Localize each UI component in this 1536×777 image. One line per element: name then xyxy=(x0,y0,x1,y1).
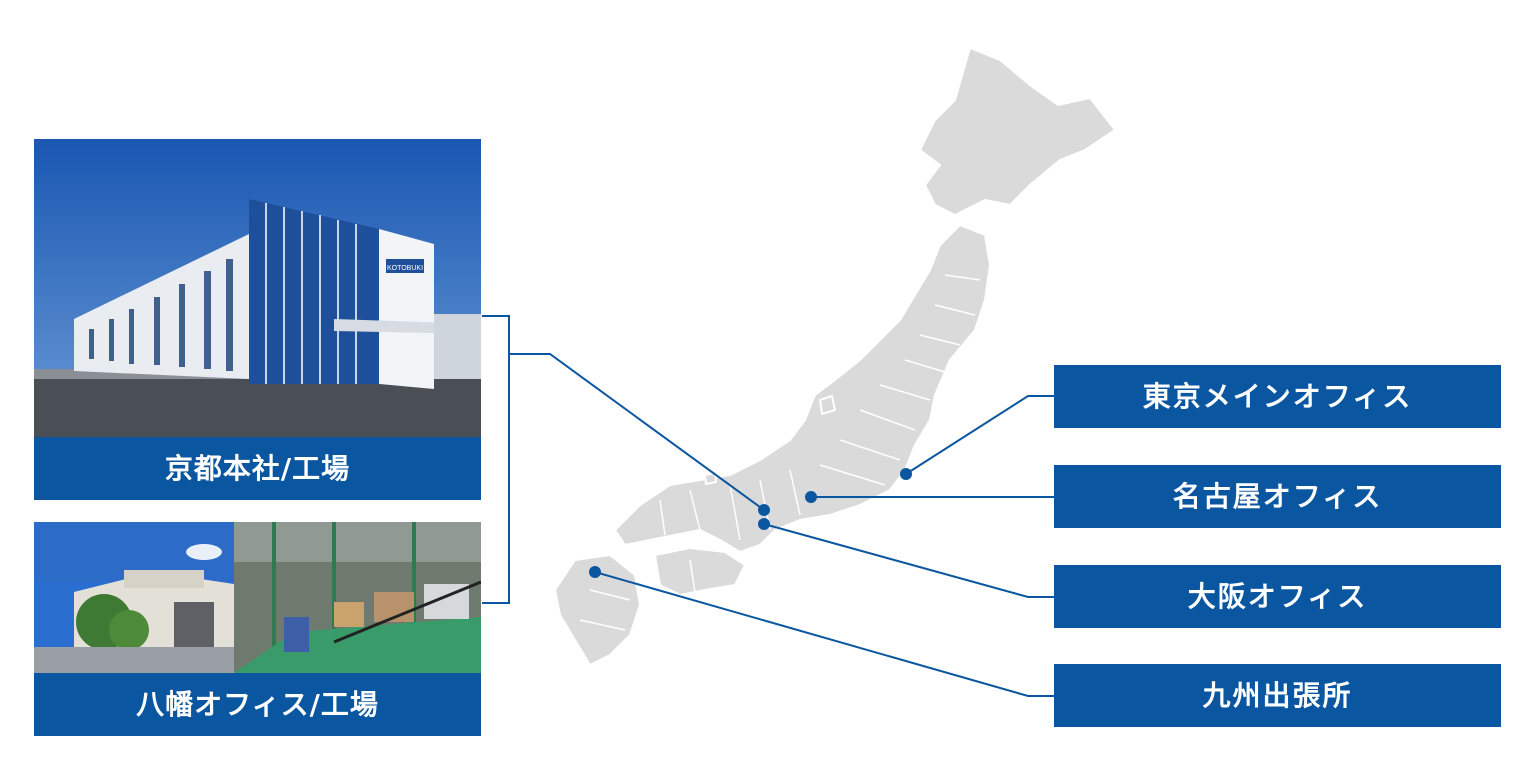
kyushu-region xyxy=(554,554,641,666)
yawata-photo xyxy=(34,522,481,673)
office-label-tokyo: 東京メインオフィス xyxy=(1054,365,1501,428)
kyoto-hq-photo: KOTOBUKI xyxy=(34,139,481,437)
kyoto-hq-caption: 京都本社/工場 xyxy=(34,437,481,500)
office-label-nagoya: 名古屋オフィス xyxy=(1054,465,1501,528)
building-sign-text: KOTOBUKI xyxy=(387,265,423,272)
shikoku-region xyxy=(654,547,746,596)
yawata-facility-image xyxy=(34,522,481,673)
office-connector-lines xyxy=(594,395,1054,697)
nagoya-marker xyxy=(805,491,817,503)
kyoto-marker xyxy=(758,504,770,516)
tokyo-marker xyxy=(900,468,912,480)
office-label-osaka: 大阪オフィス xyxy=(1054,565,1501,628)
prefecture-borders xyxy=(579,274,981,631)
osaka-marker xyxy=(758,518,770,530)
oki-island xyxy=(704,472,717,485)
yawata-card: 八幡オフィス/工場 xyxy=(34,522,481,736)
kyushu-marker xyxy=(589,566,601,578)
office-label-kyushu: 九州出張所 xyxy=(1054,664,1501,727)
sado-island xyxy=(819,395,836,415)
hq-connector-lines xyxy=(482,315,765,604)
kyoto-hq-card: KOTOBUKI 京都本社/工場 xyxy=(34,139,481,501)
yawata-caption: 八幡オフィス/工場 xyxy=(34,673,481,736)
kyoto-hq-building-image: KOTOBUKI xyxy=(34,139,481,437)
honshu-region xyxy=(614,224,991,553)
hokkaido-region xyxy=(919,47,1116,216)
